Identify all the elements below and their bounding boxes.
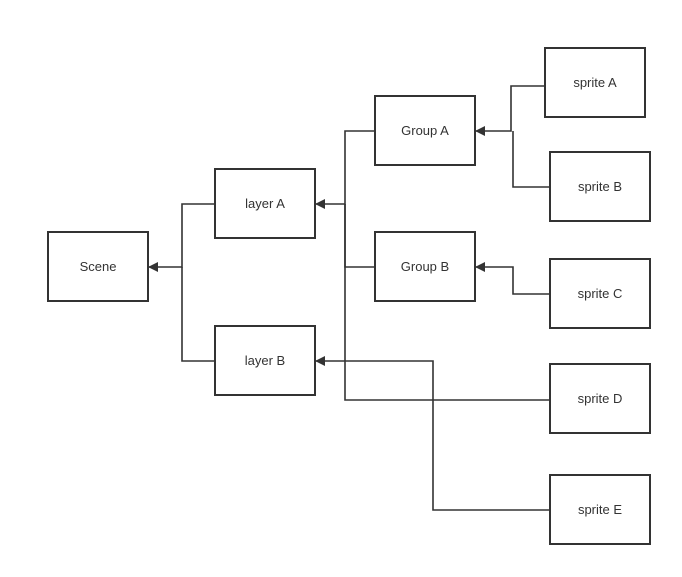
node-label: layer A [245, 196, 285, 211]
node-label: sprite E [577, 502, 623, 517]
node-label: layer B [244, 353, 286, 368]
edge-sprite-d-to-layer-a [344, 204, 549, 401]
node-layer-b: layer B [214, 325, 316, 396]
edge-sprite-a-to-group-a [475, 85, 544, 136]
node-sprite-d: sprite D [549, 363, 651, 434]
node-scene: Scene [47, 231, 149, 302]
node-label: Group A [401, 123, 449, 138]
edge-group-b-to-layer-a [344, 204, 374, 268]
node-label: sprite C [577, 286, 623, 301]
edge-layer-b-to-scene [181, 267, 214, 362]
node-label: sprite B [577, 179, 623, 194]
node-sprite-e: sprite E [549, 474, 651, 545]
node-group-b: Group B [374, 231, 476, 302]
edge-sprite-c-to-group-b [475, 262, 549, 295]
node-label: Group B [400, 259, 450, 274]
edge-group-a-to-layer-a [315, 130, 374, 209]
edge-sprite-b-to-group-a [512, 131, 549, 188]
edge-sprite-e-to-layer-b [315, 356, 549, 511]
node-label: sprite D [577, 391, 623, 406]
node-sprite-a: sprite A [544, 47, 646, 118]
node-sprite-b: sprite B [549, 151, 651, 222]
node-layer-a: layer A [214, 168, 316, 239]
node-group-a: Group A [374, 95, 476, 166]
node-label: Scene [79, 259, 117, 274]
edge-layer-a-to-scene [148, 203, 214, 272]
node-label: sprite A [573, 75, 617, 90]
node-sprite-c: sprite C [549, 258, 651, 329]
